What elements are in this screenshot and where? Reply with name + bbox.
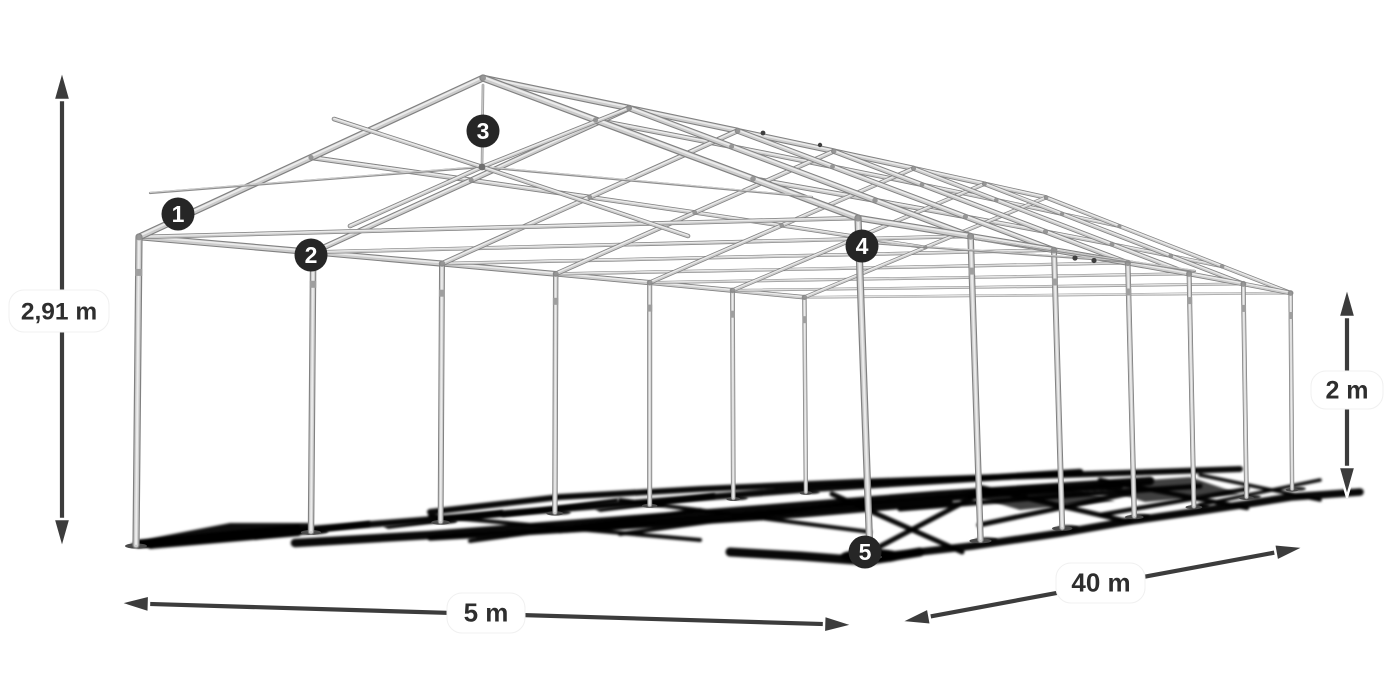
svg-text:2 m: 2 m bbox=[1325, 377, 1368, 405]
svg-text:5 m: 5 m bbox=[464, 598, 509, 628]
svg-text:2,91 m: 2,91 m bbox=[21, 299, 97, 326]
svg-text:40 m: 40 m bbox=[1071, 568, 1130, 598]
svg-text:2: 2 bbox=[305, 242, 318, 268]
svg-text:4: 4 bbox=[856, 233, 869, 259]
svg-text:5: 5 bbox=[859, 539, 872, 565]
svg-text:3: 3 bbox=[477, 118, 490, 144]
svg-text:1: 1 bbox=[172, 201, 185, 227]
